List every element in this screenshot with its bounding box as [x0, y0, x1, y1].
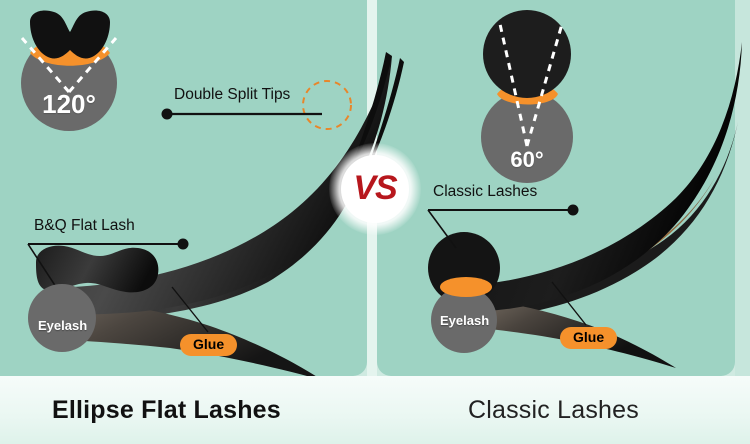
- right-caption: Classic Lashes: [468, 396, 639, 424]
- right-angle-dial: 60°: [481, 91, 573, 183]
- left-caption: Ellipse Flat Lashes: [52, 396, 281, 424]
- right-panel: [377, 0, 735, 376]
- right-glue-pill: Glue: [560, 327, 618, 350]
- right-edge-strip: [735, 0, 750, 378]
- flat-lash-label: B&Q Flat Lash: [34, 217, 135, 234]
- vs-badge: VS: [341, 155, 409, 223]
- left-angle-value: 120°: [42, 89, 96, 119]
- right-eyelash-tag: Eyelash: [440, 313, 490, 328]
- classic-lash-label: Classic Lashes: [433, 183, 538, 200]
- caption-band: [0, 376, 750, 444]
- right-angle-value: 60°: [510, 147, 544, 172]
- split-tips-label: Double Split Tips: [174, 86, 291, 103]
- vs-label: VS: [353, 169, 397, 207]
- left-angle-dial: 120°: [21, 35, 117, 131]
- left-eyelash-tag: Eyelash: [38, 318, 88, 333]
- left-glue-pill: Glue: [180, 334, 238, 357]
